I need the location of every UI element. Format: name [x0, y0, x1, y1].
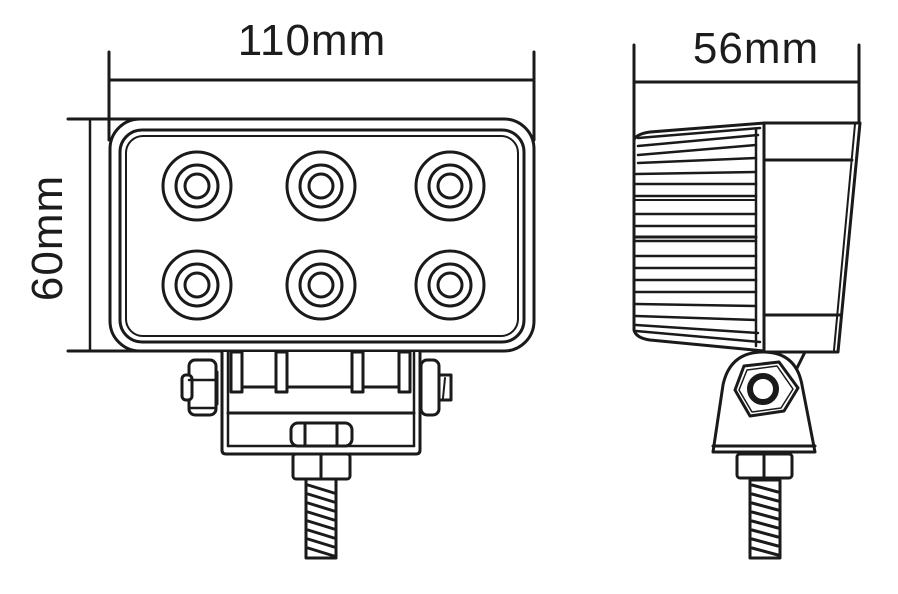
- threaded-stud-front: [304, 477, 338, 560]
- led-1: [161, 150, 233, 222]
- depth-label: 56mm: [693, 24, 819, 73]
- led-2: [285, 150, 357, 222]
- side-view: 56mm: [632, 24, 862, 560]
- threaded-stud-side: [748, 478, 782, 560]
- mounting-bracket-front: [180, 350, 453, 481]
- light-housing-front: [108, 117, 536, 353]
- led-array: [161, 150, 486, 321]
- mounting-bracket-side: [711, 350, 817, 480]
- led-4: [161, 249, 233, 321]
- heat-sink-fins: [632, 121, 766, 353]
- depth-dimension: 56mm: [632, 24, 861, 142]
- led-3: [414, 150, 486, 222]
- width-dimension: 110mm: [107, 16, 536, 142]
- led-5: [285, 249, 357, 321]
- lens-housing-side: [762, 121, 862, 354]
- height-dimension: 60mm: [23, 117, 142, 353]
- width-label: 110mm: [238, 16, 386, 65]
- led-6: [414, 249, 486, 321]
- height-label: 60mm: [23, 175, 72, 301]
- front-view: 110mm 60mm: [23, 16, 536, 560]
